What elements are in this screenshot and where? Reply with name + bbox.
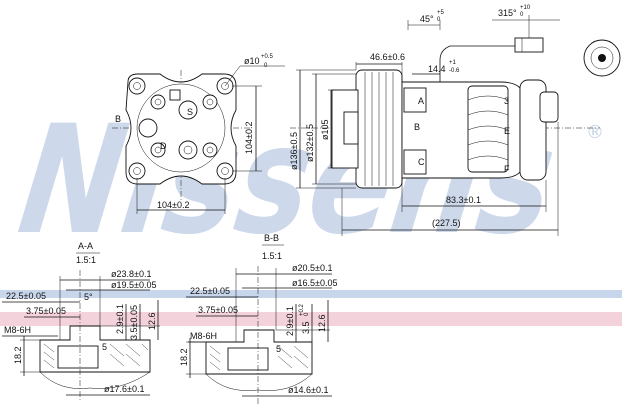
bb-title: B-B [264, 233, 279, 243]
side-marker-c: C [418, 157, 425, 167]
side-dim-46: 46.6±0.6 [370, 52, 405, 62]
bb-d2: ø16.5±0.05 [292, 278, 337, 288]
aa-h1: 22.5±0.05 [6, 291, 46, 301]
aa-d3: ø17.6±0.1 [104, 384, 144, 394]
aa-v2: 3.5±0.05 [129, 305, 139, 340]
side-dia-136: ø136±0.5 [289, 132, 299, 170]
front-hole-dim: ø10 [244, 56, 260, 66]
side-dim-14-tol: +1 [449, 60, 457, 66]
side-angle2-tol2: 0 [520, 12, 524, 18]
bb-mark: 5 [276, 344, 281, 354]
bb-scale: 1.5:1 [262, 251, 282, 261]
blue-stripe [0, 290, 622, 298]
side-marker-b: B [414, 122, 420, 132]
bb-thread: M8-6H [190, 331, 217, 341]
bb-d1: ø20.5±0.1 [292, 263, 332, 273]
front-width-dim: 104±0.2 [157, 200, 189, 210]
front-view: S B D ø10 +0.5 0 104±0.2 104±0.2 [112, 54, 285, 214]
aa-d1: ø23.8±0.1 [111, 269, 151, 279]
aa-h2: 3.75±0.05 [26, 306, 66, 316]
aa-v4: 18.2 [13, 346, 23, 364]
bb-v2-tol: +0.2 [299, 303, 305, 316]
bb-v2-tol2: 0 [304, 312, 310, 316]
aa-scale: 1.5:1 [76, 255, 96, 265]
section-bb: B-B 1.5:1 ø20.5±0.1 ø16.5±0.05 ø14.6±0.1… [179, 233, 337, 404]
aa-thread: M8-6H [4, 325, 31, 335]
side-view: A B C E F 3 45° +5 0 315° +10 0 46.6±0.6… [289, 5, 621, 236]
front-hole-tol2: 0 [264, 63, 268, 69]
aa-d2: ø19.5±0.05 [111, 280, 156, 290]
side-marker-f: F [504, 164, 510, 174]
bb-v2: 3.5 [301, 321, 311, 334]
side-angle2: 315° [498, 8, 517, 18]
registered-mark: ® [586, 122, 604, 143]
side-angle1-tol2: 0 [437, 17, 441, 23]
front-label-d: D [160, 141, 167, 151]
front-hole-tol: +0.5 [261, 54, 274, 60]
bb-d3: ø14.6±0.1 [288, 385, 328, 395]
aa-mark: 5 [102, 342, 107, 352]
side-angle1-tol: +5 [437, 10, 445, 16]
side-dim-227: (227.5) [432, 218, 461, 228]
pink-stripe [0, 312, 622, 326]
side-dia-105: ø105 [320, 119, 330, 140]
bb-h1: 22.5±0.05 [190, 286, 230, 296]
front-label-s: S [187, 107, 193, 117]
side-angle1: 45° [420, 14, 434, 24]
side-marker-a: A [418, 96, 424, 106]
aa-v1: 2.9±0.1 [115, 304, 125, 334]
aa-title: A-A [78, 241, 93, 251]
side-marker-3: 3 [504, 96, 509, 106]
connector-plug [514, 37, 544, 53]
side-dim-14-tol2: -0.6 [449, 68, 460, 74]
bb-v3: 12.6 [317, 314, 327, 332]
section-aa: A-A 1.5:1 ø23.8±0.1 ø19.5±0.05 ø17.6±0.1… [2, 241, 160, 400]
side-dia-132: ø132±0.5 [305, 124, 315, 162]
side-dim-83: 83.3±0.1 [446, 195, 481, 205]
bb-v1: 2.9±0.1 [285, 306, 295, 336]
aa-angle: 5° [84, 292, 93, 302]
side-dim-14: 14.4 [428, 64, 446, 74]
bb-h2: 3.75±0.05 [198, 305, 238, 315]
side-angle2-tol: +10 [520, 5, 531, 11]
side-marker-e: E [504, 126, 510, 136]
front-height-dim: 104±0.2 [244, 122, 254, 154]
aa-v3: 12.6 [147, 312, 157, 330]
front-label-b: B [115, 114, 121, 124]
bb-v4: 18.2 [179, 348, 189, 366]
